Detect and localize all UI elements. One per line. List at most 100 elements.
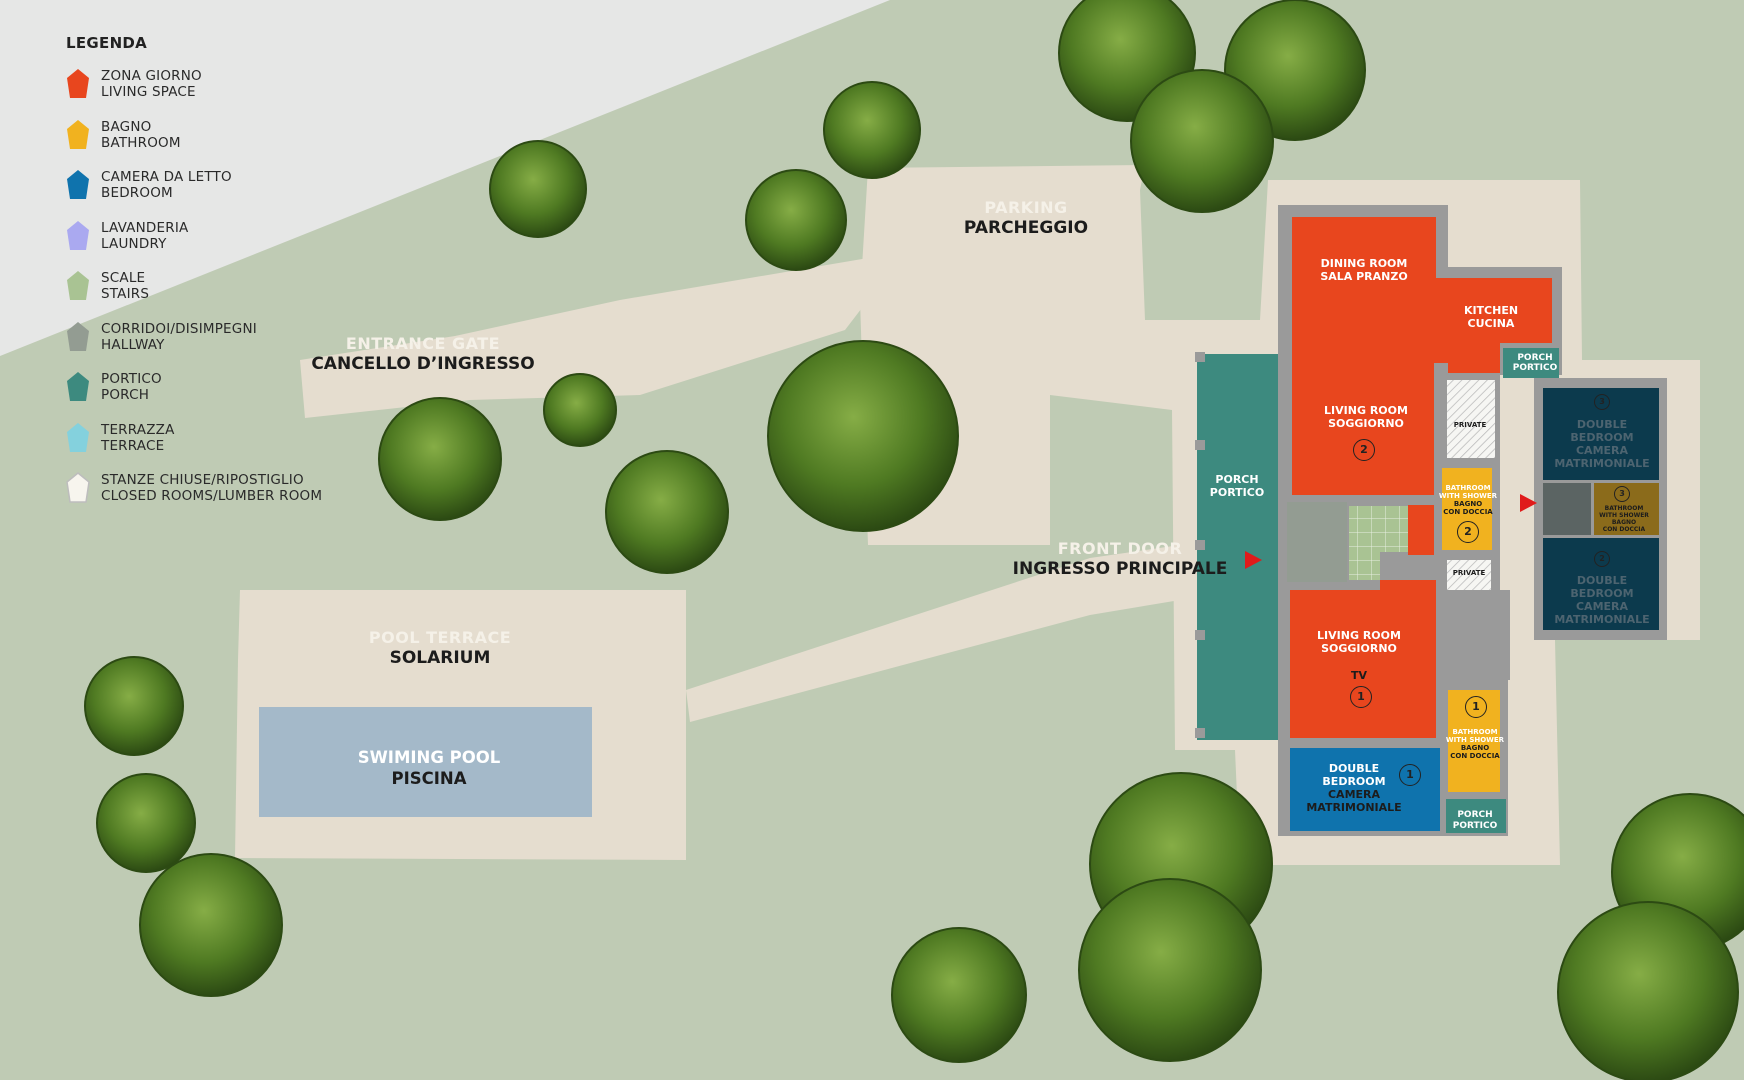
legend-title: LEGENDA [66, 34, 148, 52]
tree [767, 340, 959, 532]
room-number-living-2: 2 [1353, 439, 1375, 461]
pentagon-icon [67, 422, 89, 452]
legend-label-en: LAUNDRY [101, 235, 167, 252]
legend-label-it: LAVANDERIA [101, 219, 189, 236]
tree [543, 373, 617, 447]
front-walk [686, 545, 1180, 722]
tree [1130, 69, 1274, 213]
room-porch-big [1197, 354, 1280, 740]
label-entrance-gate: ENTRANCE GATE CANCELLO D’INGRESSO [311, 334, 535, 374]
legend-label-it: TERRAZZA [101, 421, 175, 438]
hallway [1287, 502, 1347, 582]
legend-label-en: BEDROOM [101, 185, 173, 201]
room-living-2 [1292, 363, 1434, 495]
pentagon-icon [67, 170, 89, 199]
front-door-marker [1245, 551, 1262, 569]
tree [84, 656, 184, 756]
legend-label-it: PORTICO [101, 371, 162, 387]
entrance-drive [300, 258, 868, 418]
room-number-living-1: 1 [1350, 686, 1372, 708]
tree [96, 773, 196, 873]
label-pool-terrace: POOL TERRACE SOLARIUM [368, 628, 512, 668]
tree [139, 853, 283, 997]
room-living-1 [1290, 580, 1436, 738]
tree [823, 81, 921, 179]
pentagon-outline-icon [66, 472, 90, 503]
tree [378, 397, 502, 521]
stairs [1349, 506, 1408, 580]
room-number-bedroom-1: 1 [1399, 764, 1421, 786]
sky-area [0, 0, 890, 356]
tree [1557, 901, 1739, 1080]
room-dining [1292, 217, 1448, 363]
label-pool: SWIMING POOL PISCINA [357, 748, 501, 788]
tree [891, 927, 1027, 1063]
legend-label-it: ZONA GIORNO [101, 68, 202, 84]
legend-label-it: BAGNO [101, 118, 152, 135]
tree [1078, 878, 1262, 1062]
label-private-1: PRIVATE [1453, 421, 1487, 429]
pentagon-icon [67, 69, 89, 98]
room-bedroom-1 [1290, 748, 1440, 831]
legend-label-en: HALLWAY [101, 336, 165, 353]
legend-label-en: CLOSED ROOMS/LUMBER ROOM [101, 488, 323, 504]
room-number-bedroom-3: 3 [1594, 394, 1610, 410]
legend-label-it: STANZE CHIUSE/RIPOSTIGLIO [101, 472, 304, 488]
pentagon-icon [67, 271, 89, 300]
room-porch-bottom [1446, 799, 1506, 833]
tree [605, 450, 729, 574]
legend-label-en: PORCH [101, 387, 150, 403]
room-porch-small [1503, 348, 1559, 378]
legend-label-en: LIVING SPACE [101, 84, 196, 100]
pentagon-icon [67, 321, 89, 351]
annex-hallway [1543, 483, 1591, 535]
tree [745, 169, 847, 271]
label-parking: PARKING PARCHEGGIO [963, 198, 1089, 238]
pentagon-icon [67, 372, 89, 401]
room-kitchen [1448, 278, 1552, 373]
legend-label-it: CAMERA DA LETTO [101, 169, 232, 185]
tv-label: TV [1350, 669, 1368, 682]
legend-label-it: SCALE [101, 270, 146, 286]
room-number-bath-3: 3 [1614, 486, 1630, 502]
pentagon-icon [67, 119, 89, 149]
legend-label-it: CORRIDOI/DISIMPEGNI [101, 320, 257, 337]
tree [489, 140, 587, 238]
trees [84, 0, 1744, 1080]
legend-label-en: TERRACE [101, 437, 165, 454]
pentagon-icon [67, 220, 89, 250]
legend-label-en: BATHROOM [101, 134, 181, 151]
label-front-door: FRONT DOOR INGRESSO PRINCIPALE [1012, 539, 1228, 579]
room-number-bath-2: 2 [1457, 521, 1479, 543]
house [1195, 205, 1667, 836]
swimming-pool [259, 707, 592, 817]
annex-door-marker [1520, 494, 1537, 512]
label-private-2: PRIVATE [1452, 569, 1486, 577]
room-private-2 [1447, 560, 1491, 590]
